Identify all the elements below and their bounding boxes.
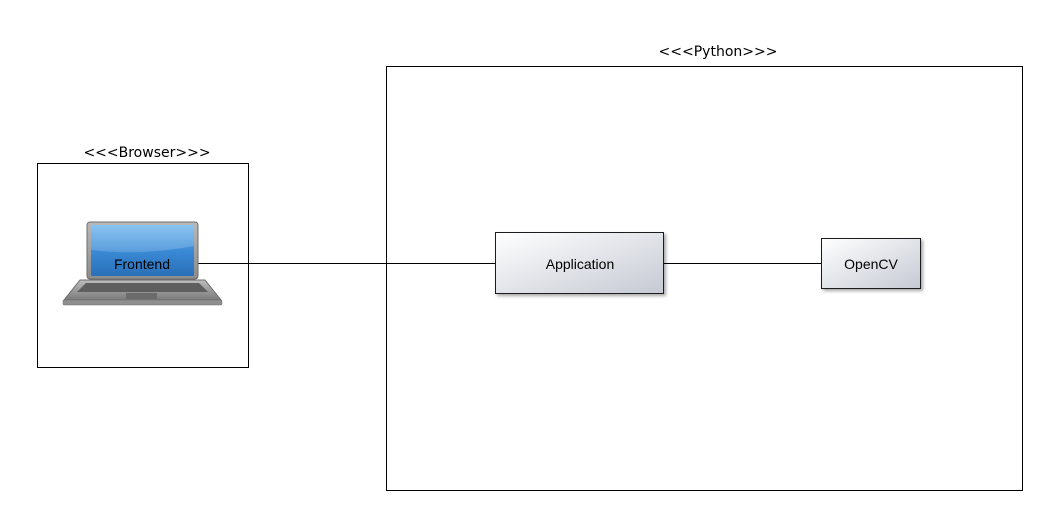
browser-stereotype: <<<Browser>>>	[83, 145, 210, 161]
python-container: <<<Python>>>	[386, 44, 1023, 491]
application-node[interactable]: Application	[495, 232, 664, 294]
opencv-node[interactable]: OpenCV	[821, 238, 921, 289]
application-box	[495, 232, 664, 294]
opencv-label: OpenCV	[844, 256, 898, 272]
laptop-icon	[62, 221, 223, 306]
frontend-node[interactable]: Frontend	[62, 221, 223, 306]
frontend-label: Frontend	[114, 256, 170, 272]
browser-container: <<<Browser>>>	[37, 145, 249, 368]
application-label: Application	[546, 256, 615, 272]
opencv-box	[821, 238, 921, 289]
browser-container-frame	[37, 163, 249, 368]
python-stereotype: <<<Python>>>	[659, 44, 778, 60]
python-container-frame	[386, 66, 1023, 491]
